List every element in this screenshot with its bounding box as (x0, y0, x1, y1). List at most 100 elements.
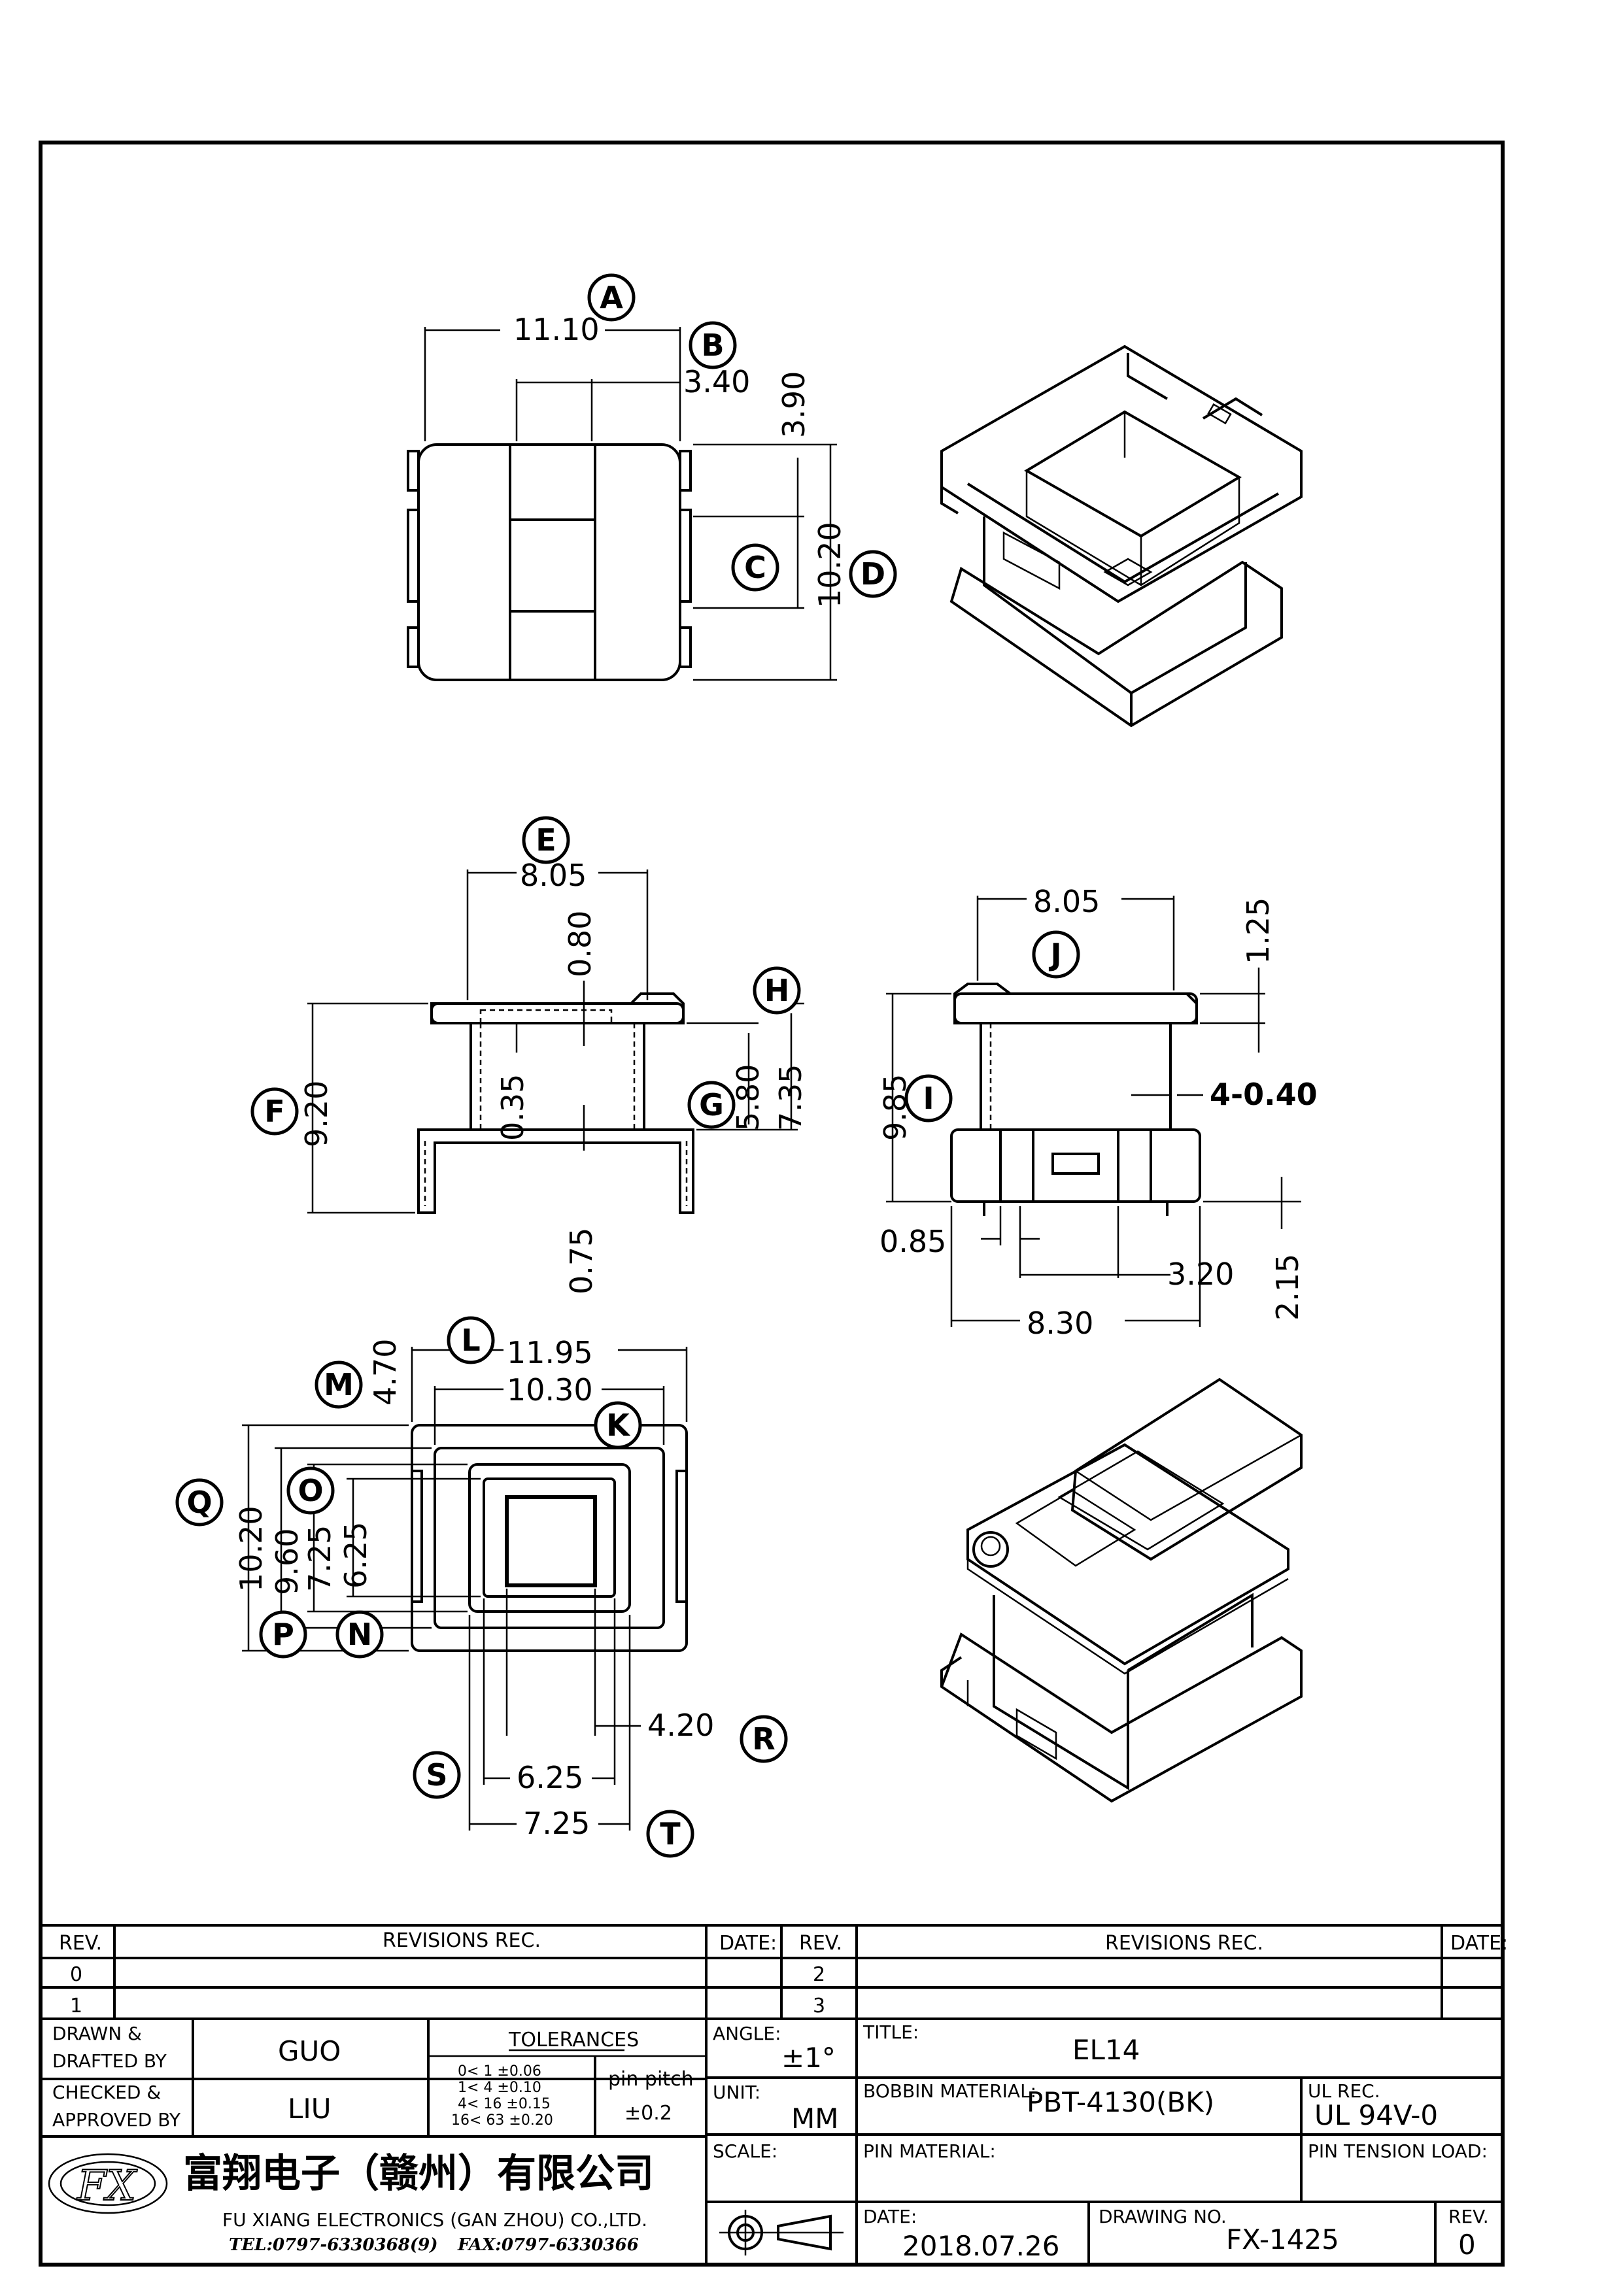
dim-q-value: 10.20 (233, 1506, 269, 1592)
svg-text:Q: Q (186, 1485, 212, 1520)
dim-n-value: 6.25 (338, 1522, 373, 1589)
rev-row-1: 1 (70, 1995, 82, 2017)
svg-text:FX: FX (77, 2162, 137, 2210)
tolerance-row-3: 4< 16 ±0.15 (458, 2096, 551, 2112)
bobbin-material-label: BOBBIN MATERIAL: (863, 2080, 1036, 2102)
rev-header-left: REV. (59, 1932, 102, 1955)
callout-r: R (740, 1715, 788, 1763)
callout-b: B (689, 321, 737, 369)
svg-text:S: S (426, 1757, 447, 1793)
pin-pitch-value: ±0.2 (624, 2102, 672, 2125)
svg-text:R: R (752, 1721, 775, 1757)
callout-l: L (447, 1316, 495, 1364)
bobbin-material-value: PBT-4130(BK) (1027, 2086, 1214, 2118)
bottom-view: 11.95 10.30 4.70 10.20 9.60 7.25 6.25 4.… (175, 1316, 788, 1858)
callout-k: K (594, 1401, 642, 1449)
svg-text:L: L (461, 1323, 480, 1358)
callout-q: Q (175, 1478, 224, 1527)
svg-text:O: O (298, 1473, 323, 1508)
svg-text:M: M (324, 1367, 354, 1402)
title-label: TITLE: (862, 2021, 919, 2043)
date-header-left: DATE: (719, 1932, 777, 1955)
svg-text:P: P (272, 1617, 294, 1652)
dim-m-value: 4.70 (367, 1339, 403, 1406)
dim-pin-height-value: 2.15 (1270, 1254, 1305, 1321)
svg-text:B: B (701, 328, 724, 363)
dim-top-gap-value: 0.80 (562, 911, 598, 977)
svg-text:H: H (764, 973, 790, 1008)
rev-row-2: 2 (813, 1963, 825, 1986)
dim-inner-value: 0.35 (495, 1074, 530, 1141)
svg-text:F: F (264, 1094, 284, 1129)
angle-label: ANGLE: (713, 2023, 781, 2044)
svg-text:A: A (600, 280, 623, 315)
title-value: EL14 (1072, 2034, 1140, 2066)
checked-label: CHECKED & (52, 2082, 161, 2103)
rev-row-0: 0 (70, 1963, 82, 1986)
drawn-label: DRAWN & (52, 2023, 142, 2044)
company-fax: FAX:0797-6330366 (457, 2235, 639, 2255)
front-view: 8.05 0.80 0.35 9.20 5.80 7.35 0.75 E F G… (250, 816, 808, 1294)
date-label: DATE: (863, 2206, 917, 2227)
rev-label: REV. (1448, 2206, 1489, 2227)
checked-value: LIU (288, 2093, 332, 2125)
drafted-label: DRAFTED BY (52, 2050, 167, 2072)
pin-pitch-label: pin pitch (608, 2068, 694, 2091)
tolerance-row-1: 0< 1 ±0.06 (458, 2063, 541, 2080)
revision-table: REV. REVISIONS REC. DATE: REV. REVISIONS… (41, 1924, 1508, 2265)
svg-text:E: E (536, 822, 556, 858)
dim-c-value: 10.20 (812, 522, 847, 608)
callout-t: T (646, 1810, 694, 1858)
rev-row-3: 3 (813, 1995, 825, 2017)
callout-m: M (315, 1360, 363, 1409)
tolerance-row-2: 1< 4 ±0.10 (458, 2080, 541, 2096)
rev-value: 0 (1458, 2229, 1476, 2261)
dim-pin-pitch-value: 3.20 (1167, 1257, 1234, 1292)
svg-text:K: K (606, 1408, 631, 1443)
dim-g-value: 5.80 (730, 1064, 766, 1131)
svg-text:D: D (861, 556, 885, 592)
isometric-view-top (940, 345, 1303, 728)
svg-text:J: J (1048, 937, 1061, 972)
dim-s-value: 6.25 (517, 1760, 583, 1795)
dim-p-value: 9.60 (269, 1528, 305, 1595)
dim-h-value: 7.35 (773, 1064, 808, 1131)
callout-s: S (413, 1751, 461, 1799)
dim-r-value: 4.20 (647, 1708, 714, 1743)
date-value: 2018.07.26 (902, 2230, 1059, 2262)
dim-b2-value: 3.90 (776, 371, 811, 438)
revisions-header-right: REVISIONS REC. (1105, 1932, 1263, 1955)
callout-p: P (259, 1610, 307, 1659)
pin-tension-label: PIN TENSION LOAD: (1308, 2140, 1488, 2162)
callout-c: C (731, 543, 779, 592)
drawing-no-value: FX-1425 (1226, 2223, 1339, 2255)
dim-a-value: 11.10 (513, 312, 600, 347)
dim-j-value: 8.05 (1033, 884, 1100, 919)
dim-k-value: 10.30 (507, 1372, 593, 1408)
svg-text:T: T (660, 1816, 681, 1851)
ul-rec-label: UL REC. (1308, 2080, 1380, 2102)
revisions-header-left: REVISIONS REC. (383, 1929, 541, 1952)
company-name-en: FU XIANG ELECTRONICS (GAN ZHOU) CO.,LTD. (222, 2209, 647, 2231)
callout-h: H (753, 966, 801, 1015)
dim-b-value: 3.40 (683, 364, 750, 399)
callout-n: N (335, 1610, 384, 1659)
dim-pin-width-value: 0.85 (879, 1224, 946, 1259)
sheet-border (39, 141, 1505, 2267)
dim-slot-value: 4-0.40 (1210, 1077, 1318, 1112)
callout-a: A (587, 273, 636, 322)
isometric-view-bottom (940, 1377, 1303, 1803)
tolerances-label: TOLERANCES (508, 2029, 639, 2051)
date-header-right: DATE: (1450, 1932, 1508, 1955)
angle-value: ±1° (781, 2042, 836, 2074)
dim-e-value: 8.05 (520, 858, 587, 893)
company-tel: TEL:0797-6330368(9) (229, 2235, 438, 2255)
dim-f-value: 9.20 (299, 1081, 334, 1147)
drawn-value: GUO (278, 2035, 341, 2067)
callout-f: F (250, 1087, 299, 1136)
callout-g: G (687, 1081, 736, 1129)
top-view: 11.10 3.40 3.90 10.20 A B C D (407, 273, 897, 681)
drawing-no-label: DRAWING NO. (1099, 2206, 1227, 2227)
dim-l-value: 11.95 (507, 1335, 593, 1370)
